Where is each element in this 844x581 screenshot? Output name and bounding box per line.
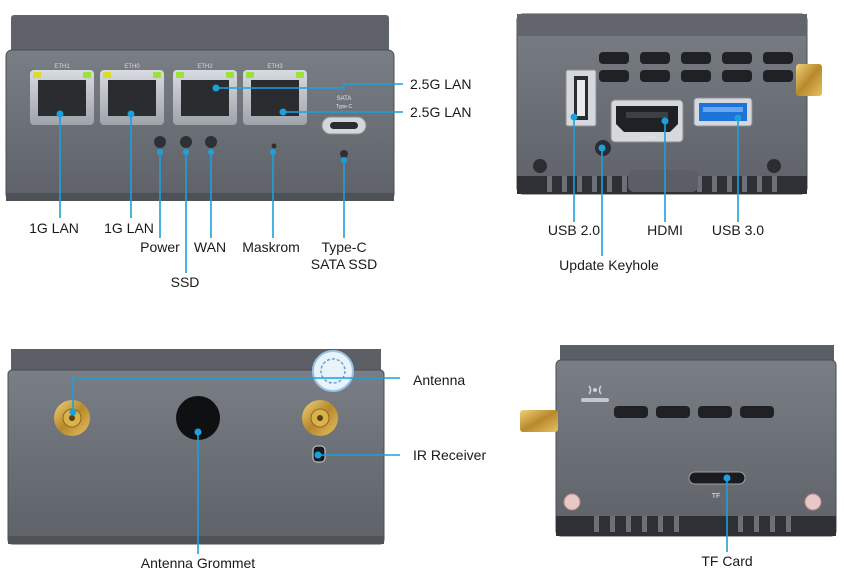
tf-card-slot [688, 471, 746, 485]
label-maskrom: Maskrom [242, 239, 300, 255]
rj45-port-eth3 [243, 70, 307, 125]
sticker-seal [312, 350, 354, 392]
label-25g-lan-eth2: 2.5G LAN [410, 76, 472, 92]
usb-port-icon [565, 69, 597, 127]
label-typec: Type-C [321, 239, 367, 255]
typec-tag: Type-C [336, 104, 353, 110]
label-ssd: SSD [170, 274, 200, 290]
typec-indicator [340, 150, 348, 158]
label-antenna: Antenna [413, 372, 466, 388]
rj45-port-eth1 [30, 70, 94, 125]
label-ir-receiver: IR Receiver [413, 447, 487, 463]
hdmi-tag: HDMI [640, 136, 656, 142]
sata-tag: SATA [337, 96, 352, 102]
screw-right [767, 159, 781, 173]
power-led [154, 136, 166, 148]
screw-left [533, 159, 547, 173]
wifi-signal-icon [581, 385, 609, 402]
port-tag-eth0: ETH0 [124, 64, 140, 70]
front-bottom-edge [6, 193, 394, 201]
wan-led [205, 136, 217, 148]
antenna-connector-icon [796, 64, 822, 96]
maskrom-button [271, 143, 277, 149]
side-io-view: HDMI [516, 13, 822, 195]
label-tf-card: TF Card [701, 553, 753, 569]
label-antenna-grommet: Antenna Grommet [140, 555, 256, 571]
antenna-connector-icon [520, 410, 558, 432]
rj45-port-eth0 [100, 70, 164, 125]
side-io-top [517, 14, 807, 36]
antenna-grommet [176, 396, 220, 440]
label-1g-lan-eth0: 1G LAN [104, 220, 154, 236]
side-tf-chassis [555, 359, 837, 537]
port-tag-eth2: ETH2 [197, 64, 213, 70]
label-usb3: USB 3.0 [711, 222, 765, 238]
screw-left [563, 493, 581, 511]
callout-dots [56, 84, 742, 482]
label-sata-ssd: SATA SSD [310, 256, 378, 272]
label-wan: WAN [193, 239, 227, 255]
callout-lines [59, 83, 739, 554]
antenna-connector-icon [54, 400, 90, 436]
label-25g-lan-eth3: 2.5G LAN [410, 104, 472, 120]
usb3-port-icon [693, 97, 753, 127]
front-top-lid [11, 15, 389, 55]
label-power: Power [140, 239, 180, 255]
port-tag-eth3: ETH3 [267, 64, 283, 70]
screw-right [804, 493, 822, 511]
ssd-led [180, 136, 192, 148]
side-tf-view: TF [520, 345, 837, 537]
label-1g-lan-eth1: 1G LAN [29, 220, 79, 236]
front-panel-view: ETH1 ETH0 ETH2 ETH3 SATA Type-C [5, 15, 395, 201]
rj45-port-eth2 [173, 70, 237, 125]
back-panel-view [7, 349, 385, 545]
label-hdmi: HDMI [647, 222, 683, 238]
label-update-keyhole: Update Keyhole [559, 257, 659, 273]
antenna-connector-icon [302, 400, 338, 436]
label-usb2: USB 2.0 [547, 222, 601, 238]
tf-tag: TF [712, 493, 721, 500]
port-tag-eth1: ETH1 [54, 64, 70, 70]
